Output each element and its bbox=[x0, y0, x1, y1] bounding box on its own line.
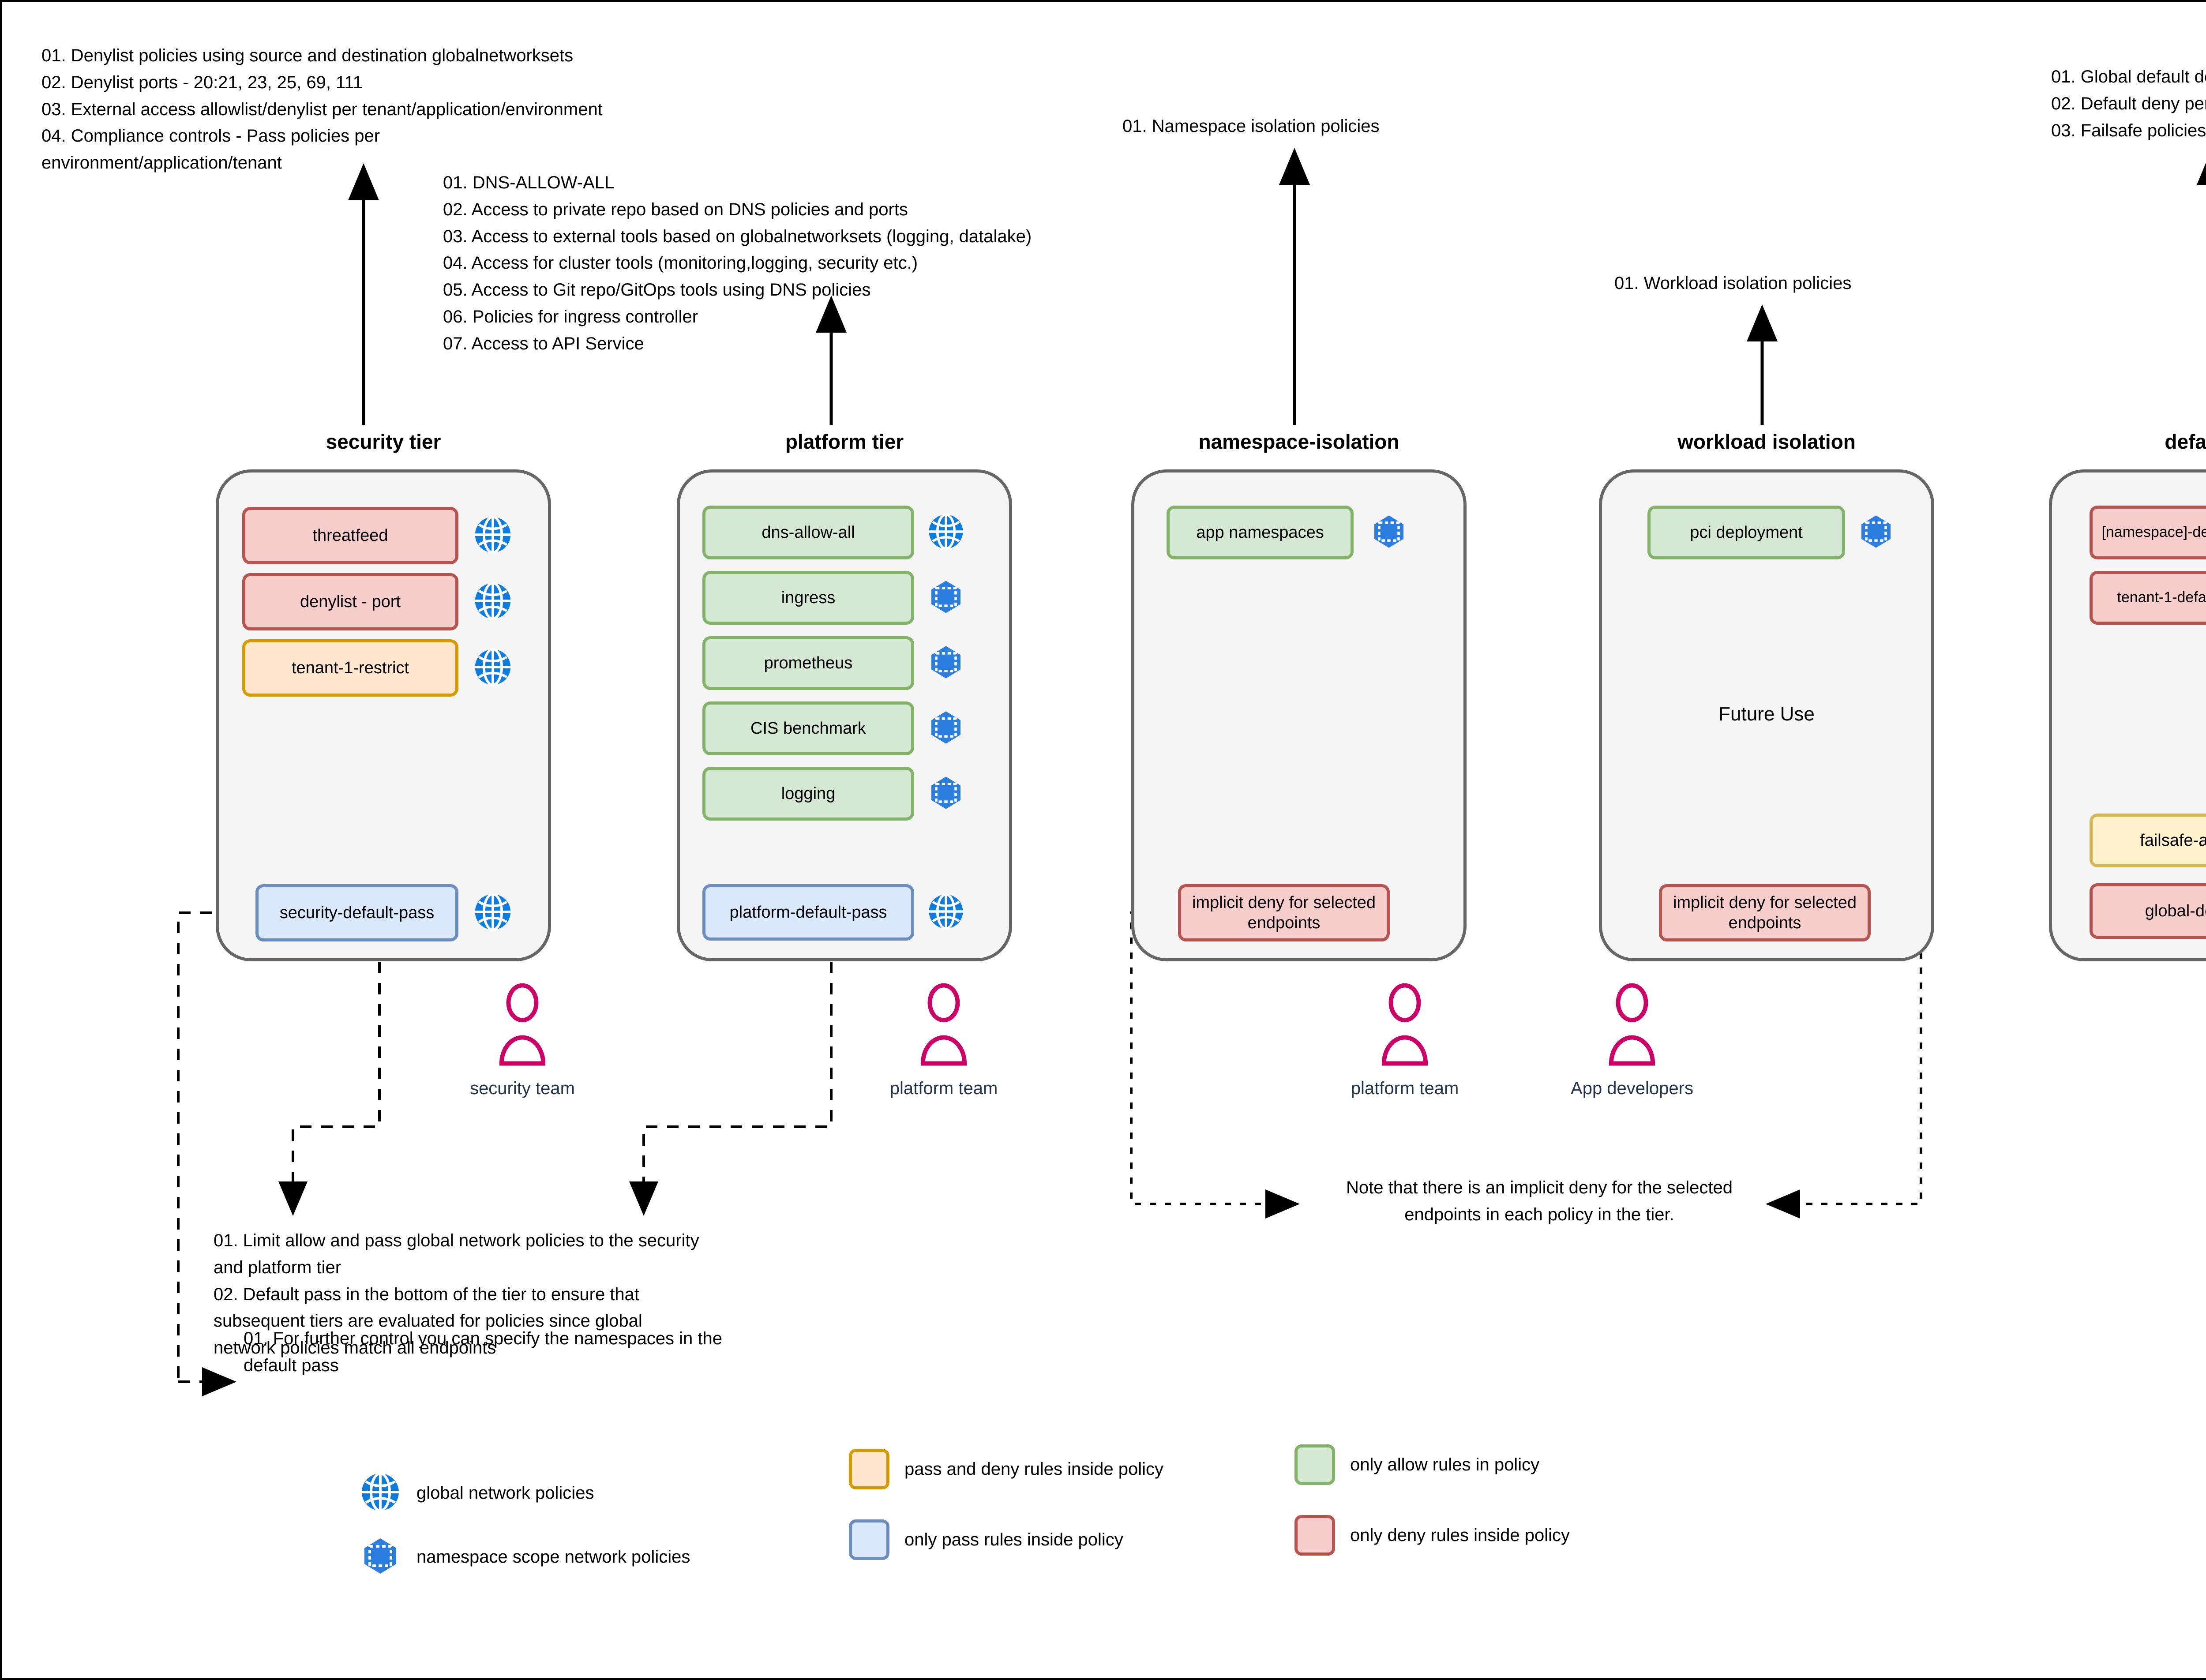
policy-row[interactable]: dns-allow-all bbox=[702, 506, 965, 559]
tier-title: security tier bbox=[326, 430, 441, 453]
policy-global-deny[interactable]: global-deny bbox=[2090, 883, 2206, 939]
global-network-policy-icon bbox=[473, 892, 513, 934]
user-icon bbox=[920, 983, 967, 1066]
persona-label: security team bbox=[470, 1079, 575, 1098]
global-network-policy-icon bbox=[359, 1471, 401, 1515]
namespace-scope-network-policy-icon bbox=[927, 643, 965, 684]
global-network-policy-icon bbox=[473, 514, 513, 557]
global-policy-note: 01. Limit allow and pass global network … bbox=[214, 1231, 699, 1358]
tier-title: workload isolation bbox=[1677, 430, 1856, 453]
swatch-only-deny bbox=[1294, 1515, 1335, 1556]
platform-tier-annotation: 01. DNS-ALLOW-ALL 02. Access to private … bbox=[443, 173, 1032, 353]
policy-row[interactable]: pci deployment bbox=[1647, 506, 1895, 559]
legend-pass-and-deny: pass and deny rules inside policy bbox=[849, 1449, 1163, 1489]
policy-row[interactable]: tenant-1-restrict bbox=[242, 639, 513, 697]
policy-tenant-1-default-deny[interactable]: tenant-1-default-deny bbox=[2090, 571, 2206, 625]
user-icon bbox=[499, 983, 546, 1066]
legend-label: only deny rules inside policy bbox=[1350, 1525, 1570, 1545]
tier-workload-isolation[interactable]: workload isolation pci deployment Future… bbox=[1599, 430, 1934, 961]
legend-namespace-scope-network-policies: namespace scope network policies bbox=[359, 1535, 690, 1579]
policy-implicit-deny[interactable]: implicit deny for selected endpoints bbox=[1178, 884, 1390, 941]
policy-implicit-deny[interactable]: implicit deny for selected endpoints bbox=[1659, 884, 1871, 941]
user-icon bbox=[1609, 983, 1655, 1066]
namespace-scope-network-policy-icon bbox=[1369, 512, 1408, 553]
swatch-only-allow bbox=[1294, 1444, 1335, 1485]
workload-isolation-annotation: 01. Workload isolation policies bbox=[1614, 274, 1852, 293]
policy-failsafe-allow[interactable]: failsafe-allow bbox=[2090, 814, 2206, 867]
persona-label: App developers bbox=[1571, 1079, 1693, 1098]
global-network-policy-icon bbox=[473, 581, 513, 623]
global-network-policy-icon bbox=[927, 512, 965, 553]
policy-threatfeed[interactable]: threatfeed bbox=[242, 507, 458, 564]
tier-title: namespace-isolation bbox=[1198, 430, 1399, 453]
policy-app-namespaces[interactable]: app namespaces bbox=[1167, 506, 1354, 559]
policy-ingress[interactable]: ingress bbox=[702, 571, 914, 625]
policy-security-default-pass[interactable]: security-default-pass bbox=[255, 884, 458, 941]
policy-row[interactable]: logging bbox=[702, 767, 965, 821]
policy-row[interactable]: failsafe-allow bbox=[2090, 814, 2206, 867]
policy-row[interactable]: threatfeed bbox=[242, 507, 513, 564]
tier-title: platform tier bbox=[785, 430, 904, 453]
policy-dns-allow-all[interactable]: dns-allow-all bbox=[702, 506, 914, 559]
policy-platform-default-pass[interactable]: platform-default-pass bbox=[702, 884, 914, 941]
policy-logging[interactable]: logging bbox=[702, 767, 914, 821]
policy-row[interactable]: global-deny bbox=[2090, 883, 2206, 939]
policy-row[interactable]: CIS benchmark bbox=[702, 701, 965, 755]
policy-namespace-default-deny[interactable]: [namespace]-default-deny bbox=[2090, 506, 2206, 559]
workload-future-use-label: Future Use bbox=[1718, 703, 1815, 725]
tier-namespace-isolation[interactable]: namespace-isolation app namespaces impli… bbox=[1131, 430, 1467, 961]
policy-row[interactable]: denylist - port bbox=[242, 573, 513, 630]
legend-label: pass and deny rules inside policy bbox=[904, 1459, 1164, 1479]
policy-row[interactable]: implicit deny for selected endpoints bbox=[1178, 884, 1390, 941]
legend-label: global network policies bbox=[416, 1483, 594, 1503]
policy-row[interactable]: implicit deny for selected endpoints bbox=[1659, 884, 1871, 941]
swatch-pass-and-deny bbox=[849, 1449, 889, 1489]
policy-row[interactable]: tenant-1-default-deny bbox=[2090, 571, 2206, 625]
legend-label: namespace scope network policies bbox=[416, 1547, 690, 1567]
legend-only-pass: only pass rules inside policy bbox=[849, 1519, 1123, 1560]
policy-prometheus[interactable]: prometheus bbox=[702, 636, 914, 690]
namespace-scope-network-policy-icon bbox=[927, 578, 965, 619]
persona-platform-team-2: platform team bbox=[1339, 983, 1471, 1099]
namespace-isolation-annotation: 01. Namespace isolation policies bbox=[1122, 116, 1380, 136]
tier-security-tier[interactable]: security tier threatfeed denylist - port bbox=[216, 430, 551, 961]
tier-default-tier[interactable]: default tier [namespace]-default-deny te… bbox=[2049, 430, 2206, 961]
namespace-scope-network-policy-icon bbox=[1857, 512, 1895, 553]
namespace-scope-network-policy-icon bbox=[927, 708, 965, 749]
legend-label: only pass rules inside policy bbox=[904, 1530, 1123, 1549]
policy-cis-benchmark[interactable]: CIS benchmark bbox=[702, 701, 914, 755]
legend-only-allow: only allow rules in policy bbox=[1294, 1444, 1539, 1485]
implicit-deny-note: Note that there is an implicit deny for … bbox=[1346, 1178, 1733, 1224]
policy-row[interactable]: [namespace]-default-deny bbox=[2090, 506, 2206, 559]
legend-global-network-policies: global network policies bbox=[359, 1471, 594, 1515]
persona-label: platform team bbox=[889, 1079, 998, 1098]
policy-pci-deployment[interactable]: pci deployment bbox=[1647, 506, 1845, 559]
persona-app-developers: App developers bbox=[1566, 983, 1698, 1099]
user-icon bbox=[1381, 983, 1428, 1066]
policy-row[interactable]: app namespaces bbox=[1167, 506, 1408, 559]
tier-title: default tier bbox=[2165, 430, 2206, 453]
policy-denylist-port[interactable]: denylist - port bbox=[242, 573, 458, 630]
swatch-only-pass bbox=[849, 1519, 889, 1560]
policy-row[interactable]: platform-default-pass bbox=[702, 884, 965, 941]
security-tier-annotation: 01. Denylist policies using source and d… bbox=[41, 46, 603, 173]
global-network-policy-icon bbox=[927, 892, 965, 933]
policy-tenant-1-restrict[interactable]: tenant-1-restrict bbox=[242, 639, 458, 697]
policy-row[interactable]: ingress bbox=[702, 571, 965, 625]
policy-row[interactable]: prometheus bbox=[702, 636, 965, 690]
namespace-scope-network-policy-icon bbox=[359, 1535, 401, 1579]
tier-platform-tier[interactable]: platform tier dns-allow-all ingress bbox=[677, 430, 1012, 961]
further-control-note: 01. For further control you can specify … bbox=[244, 1329, 723, 1375]
persona-label: platform team bbox=[1351, 1079, 1459, 1098]
namespace-scope-network-policy-icon bbox=[927, 773, 965, 814]
default-tier-annotation: 01. Global default deny 02. Default deny… bbox=[2051, 67, 2206, 140]
persona-platform-team: platform team bbox=[878, 983, 1010, 1099]
global-network-policy-icon bbox=[473, 647, 513, 690]
legend-label: only allow rules in policy bbox=[1350, 1455, 1540, 1474]
legend-only-deny: only deny rules inside policy bbox=[1294, 1515, 1570, 1556]
policy-row[interactable]: security-default-pass bbox=[255, 884, 513, 941]
persona-security-team: security team bbox=[456, 983, 589, 1099]
